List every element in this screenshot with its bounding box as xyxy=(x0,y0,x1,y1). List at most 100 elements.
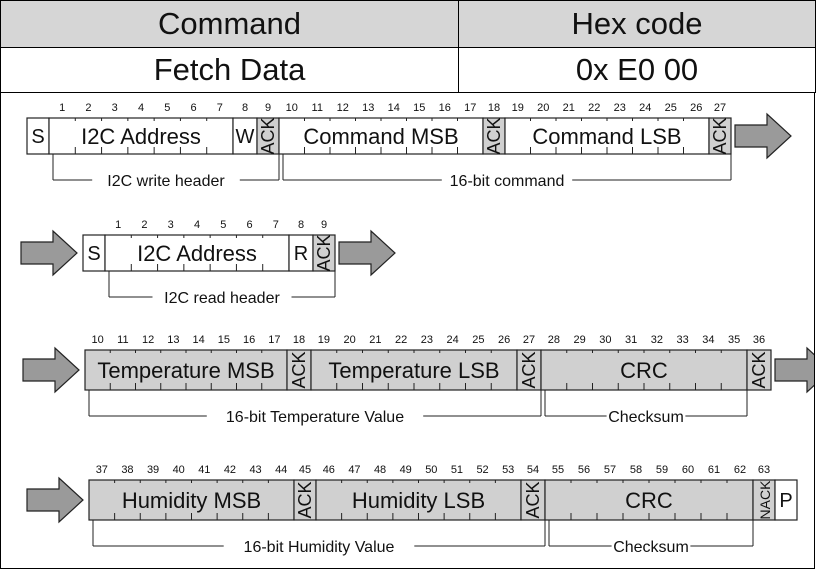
bit-number: 63 xyxy=(758,464,770,476)
arrow-out-icon xyxy=(338,229,396,277)
bit-number: 16 xyxy=(243,334,255,346)
bit-number: 11 xyxy=(312,102,323,114)
ack-label: ACK xyxy=(710,117,730,154)
bit-number: 30 xyxy=(599,334,611,346)
bit-number: 37 xyxy=(96,464,108,476)
bit-number: 44 xyxy=(275,464,287,476)
bit-number: 21 xyxy=(369,334,381,346)
bit-number: 42 xyxy=(224,464,236,476)
bit-number: 41 xyxy=(198,464,210,476)
bit-number: 59 xyxy=(656,464,668,476)
bit-number: 55 xyxy=(552,464,564,476)
bit-number: 46 xyxy=(323,464,335,476)
group-label: Checksum xyxy=(608,409,684,426)
stop-box xyxy=(774,479,798,521)
bit-number: 11 xyxy=(117,334,128,346)
bit-number: 33 xyxy=(677,334,689,346)
header-hex-code: Hex code xyxy=(458,0,816,48)
bit-number: 36 xyxy=(753,334,765,346)
ack-box xyxy=(312,234,336,272)
ack-box xyxy=(746,349,772,391)
bit-number: 35 xyxy=(728,334,740,346)
bit-number: 13 xyxy=(362,102,374,114)
bit-number: 31 xyxy=(625,334,637,346)
command-name: Fetch Data xyxy=(0,47,459,93)
bit-number: 3 xyxy=(112,102,118,114)
bit-number: 17 xyxy=(464,102,476,114)
group-label: I2C write header xyxy=(107,173,225,190)
bit-number: 57 xyxy=(604,464,616,476)
arrow-in-icon xyxy=(26,476,84,524)
group-label: I2C read header xyxy=(164,290,280,307)
arrow-in-icon xyxy=(20,229,78,277)
field-label: Command LSB xyxy=(532,124,681,149)
field-label: Humidity MSB xyxy=(122,488,261,513)
bit-number: 49 xyxy=(400,464,412,476)
bit-number: 4 xyxy=(138,102,144,114)
bit-number: 14 xyxy=(193,334,205,346)
bit-number: 38 xyxy=(121,464,133,476)
bit-number: 9 xyxy=(265,102,271,114)
rw-flag-label: R xyxy=(294,243,308,265)
bit-number: 9 xyxy=(321,219,327,231)
bit-number: 18 xyxy=(293,334,305,346)
field-box xyxy=(104,234,290,272)
rw-flag-label: W xyxy=(236,126,255,148)
bit-number: 39 xyxy=(147,464,159,476)
bit-number: 24 xyxy=(447,334,459,346)
bit-number: 20 xyxy=(537,102,549,114)
bit-number: 12 xyxy=(142,334,154,346)
bit-number: 40 xyxy=(173,464,185,476)
bit-number: 24 xyxy=(639,102,651,114)
bit-number: 2 xyxy=(141,219,147,231)
bit-number: 25 xyxy=(665,102,677,114)
bit-number: 47 xyxy=(348,464,360,476)
bit-number: 18 xyxy=(488,102,500,114)
start-bit-label: S xyxy=(31,126,44,148)
bit-number: 8 xyxy=(298,219,304,231)
bit-number: 16 xyxy=(439,102,451,114)
field-label: Command MSB xyxy=(303,124,458,149)
bit-number: 6 xyxy=(247,219,253,231)
arrow-in-icon xyxy=(22,346,80,394)
bit-number: 61 xyxy=(708,464,720,476)
bit-number: 26 xyxy=(690,102,702,114)
header-command: Command xyxy=(0,0,459,48)
ack-label: ACK xyxy=(289,351,309,388)
bit-number: 1 xyxy=(115,219,121,231)
bit-number: 20 xyxy=(344,334,356,346)
bit-number: 19 xyxy=(512,102,524,114)
field-label: Temperature MSB xyxy=(97,358,274,383)
bit-number: 58 xyxy=(630,464,642,476)
ack-label: ACK xyxy=(295,481,315,518)
ack-box xyxy=(286,349,312,391)
bit-number: 60 xyxy=(682,464,694,476)
field-label: Humidity LSB xyxy=(352,488,485,513)
command-table: Command Hex code Fetch Data 0x E0 00 xyxy=(0,0,816,93)
bit-number: 51 xyxy=(451,464,463,476)
bit-number: 2 xyxy=(85,102,91,114)
bit-number: 22 xyxy=(588,102,600,114)
bit-number: 21 xyxy=(563,102,575,114)
bit-number: 62 xyxy=(734,464,746,476)
bit-number: 56 xyxy=(578,464,590,476)
bit-number: 25 xyxy=(472,334,484,346)
ack-label: ACK xyxy=(258,117,278,154)
bit-number: 23 xyxy=(614,102,626,114)
bit-number: 6 xyxy=(191,102,197,114)
bit-number: 45 xyxy=(299,464,311,476)
field-label: CRC xyxy=(620,358,668,383)
bit-number: 5 xyxy=(164,102,170,114)
bit-number: 7 xyxy=(273,219,279,231)
group-label: Checksum xyxy=(613,539,689,556)
ack-label: ACK xyxy=(519,351,539,388)
command-hex: 0x E0 00 xyxy=(458,47,816,93)
bit-number: 43 xyxy=(249,464,261,476)
start-bit-label: S xyxy=(87,243,100,265)
ack-label: ACK xyxy=(484,117,504,154)
bit-number: 10 xyxy=(92,334,104,346)
field-box xyxy=(48,117,234,155)
